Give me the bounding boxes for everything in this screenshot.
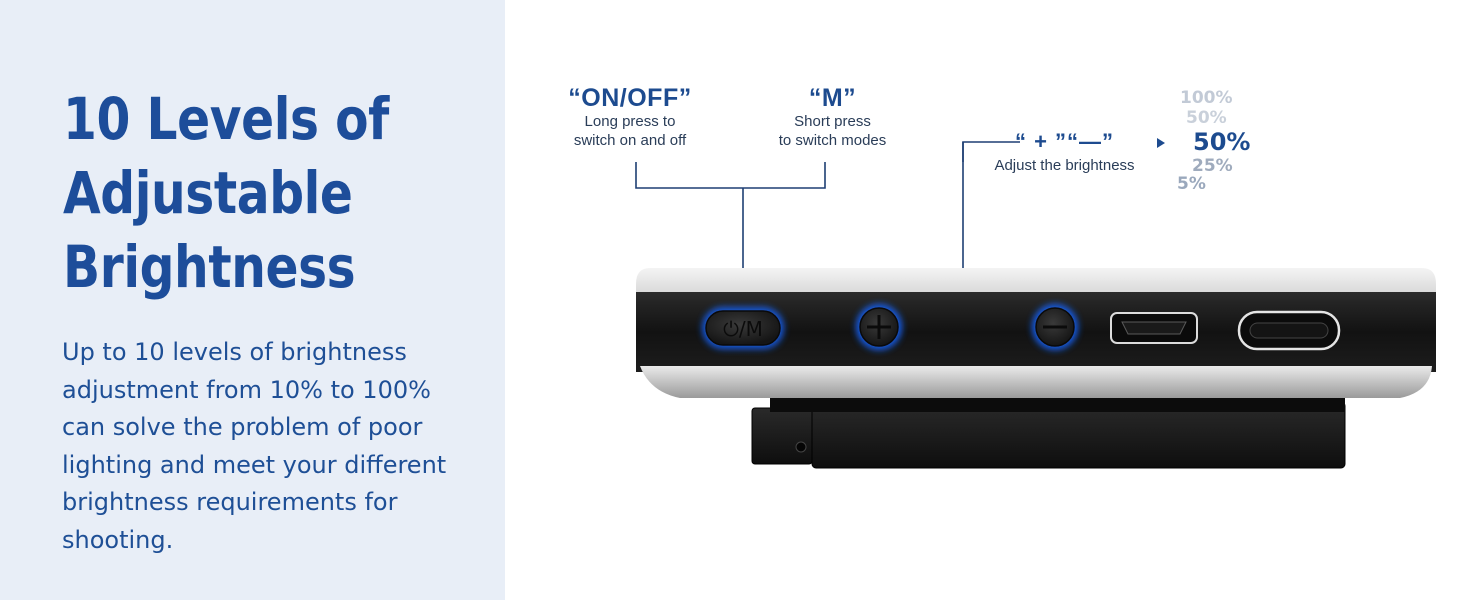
body-line-1: Up to 10 levels of brightness	[62, 338, 407, 366]
arrow-right-icon	[1157, 138, 1165, 148]
mode-callout-desc-1: Short press	[794, 113, 871, 130]
plus-icon	[867, 315, 891, 339]
mode-callout-desc-2: to switch modes	[778, 132, 887, 149]
headline-line-2: Adjustable	[63, 159, 353, 227]
power-callout-title: “ON/OFF”	[568, 84, 692, 112]
brightness-level-25: 25%	[1192, 156, 1233, 176]
minus-button[interactable]	[1032, 304, 1078, 350]
body-line-5: brightness requirements for	[62, 488, 398, 516]
headline-line-3: Brightness	[63, 233, 356, 301]
brightness-level-50-current: 50%	[1193, 128, 1251, 156]
body-line-3: can solve the problem of poor	[62, 413, 423, 441]
power-mode-symbol: ⏻/M	[723, 317, 763, 341]
brightness-level-50-faded: 50%	[1186, 108, 1227, 128]
adjust-callout: “ + ”“—” Adjust the brightness	[972, 128, 1157, 175]
power-mode-button[interactable]: ⏻/M	[702, 307, 784, 349]
brightness-level-5: 5%	[1177, 174, 1206, 194]
usb-c-port	[1237, 310, 1341, 351]
device-clip	[751, 398, 1346, 469]
micro-usb-port	[1110, 312, 1198, 344]
body-line-4: lighting and meet your different	[62, 450, 447, 479]
body-copy: Up to 10 levels of brightness adjustment…	[62, 334, 492, 559]
power-callout-desc-1: Long press to	[584, 113, 676, 130]
body-line-6: shooting.	[62, 525, 174, 554]
power-callout: “ON/OFF” Long press to switch on and off	[535, 84, 725, 150]
plus-button[interactable]	[856, 304, 902, 350]
headline: 10 Levels of Adjustable Brightness	[63, 82, 389, 304]
power-callout-desc-2: switch on and off	[573, 132, 687, 149]
left-panel: 10 Levels of Adjustable Brightness Up to…	[0, 0, 505, 600]
brightness-level-100: 100%	[1180, 88, 1233, 108]
headline-line-1: 10 Levels of	[63, 85, 389, 153]
mode-callout: “M” Short press to switch modes	[750, 84, 915, 150]
mode-callout-title: “M”	[808, 84, 857, 112]
adjust-callout-title: “ + ”“—”	[1014, 129, 1115, 154]
body-line-2: adjustment from 10% to 100%	[62, 375, 431, 404]
adjust-callout-desc: Adjust the brightness	[994, 157, 1135, 174]
